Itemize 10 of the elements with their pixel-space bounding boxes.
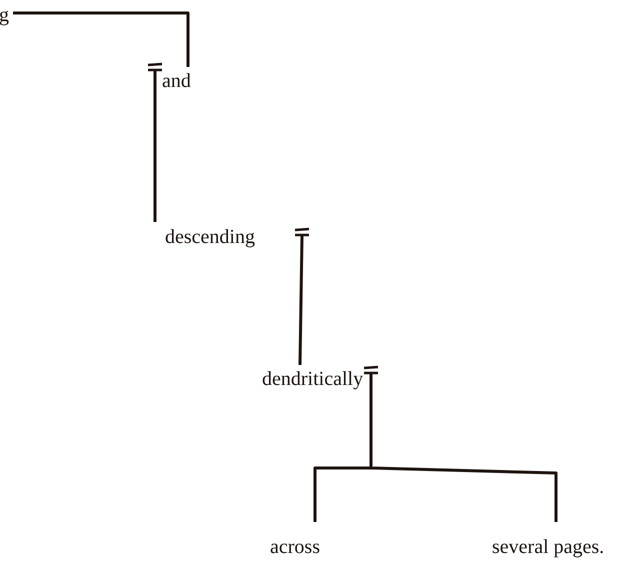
word-label: and bbox=[162, 70, 191, 92]
connector-line bbox=[370, 374, 558, 522]
word-label: dendritically bbox=[262, 368, 364, 390]
word-label: descending bbox=[165, 226, 255, 248]
word-label: across bbox=[270, 536, 320, 558]
connector-line bbox=[13, 12, 190, 67]
word-label: several pages. bbox=[492, 536, 604, 558]
connector-line bbox=[154, 71, 156, 222]
word-label: g bbox=[0, 4, 9, 26]
connector-line bbox=[298, 236, 304, 366]
